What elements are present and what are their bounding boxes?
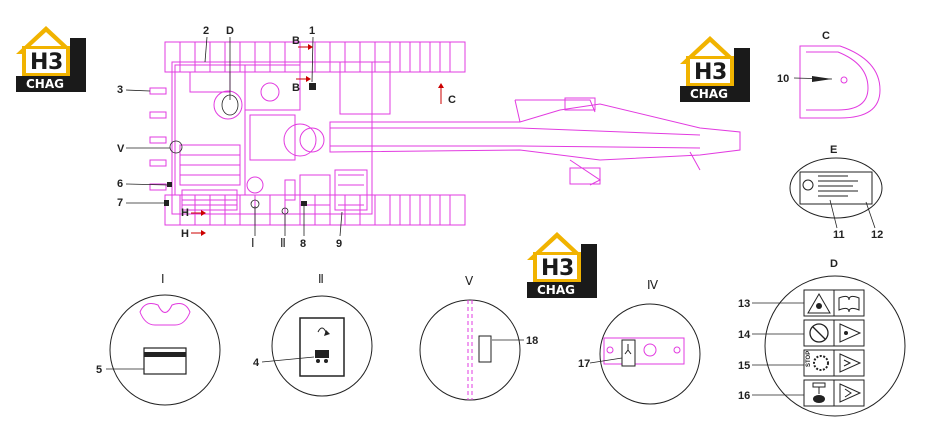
label-5: 5 — [96, 364, 102, 376]
svg-text:C: C — [822, 30, 830, 42]
label-13: 13 — [738, 298, 750, 310]
label-15: 15 — [738, 360, 750, 372]
label-17: 17 — [578, 358, 590, 370]
view-d-warning-decals: D 13 14 STOP 15 16 — [738, 258, 906, 417]
label-18: 18 — [526, 335, 538, 347]
label-4: 4 — [253, 357, 260, 369]
label-10: 10 — [777, 73, 789, 85]
detail-i: Ⅰ 5 — [96, 272, 221, 406]
svg-text:3: 3 — [48, 50, 63, 75]
svg-text:D: D — [830, 258, 838, 270]
brand-logo-top-left: H 3 CHAG — [16, 26, 86, 92]
svg-text:Ⅱ: Ⅱ — [318, 272, 324, 286]
label-6: 6 — [117, 178, 123, 190]
label-h-bottom: H — [181, 228, 189, 240]
label-14: 14 — [738, 329, 751, 341]
svg-text:H: H — [541, 256, 559, 281]
label-9: 9 — [336, 238, 342, 250]
upper-track — [164, 41, 466, 73]
label-8: 8 — [300, 238, 306, 250]
upper-structure — [171, 61, 373, 215]
svg-text:H: H — [694, 60, 712, 85]
label-2: 2 — [203, 25, 209, 37]
brand-logo-middle: H 3 CHAG — [527, 232, 597, 298]
svg-text:CHAG: CHAG — [26, 77, 64, 91]
boom-and-arm — [329, 97, 741, 186]
label-3: 3 — [117, 84, 123, 96]
detail-ii: Ⅱ 4 — [253, 272, 373, 397]
detail-v: Ⅴ 18 — [419, 274, 538, 401]
label-h-top: H — [181, 207, 189, 219]
svg-text:H: H — [30, 50, 48, 75]
cab — [339, 61, 391, 115]
label-roman-2: Ⅱ — [280, 236, 286, 250]
label-16: 16 — [738, 390, 750, 402]
svg-text:3: 3 — [712, 60, 727, 85]
svg-text:Ⅰ: Ⅰ — [161, 272, 165, 286]
svg-text:E: E — [830, 144, 837, 156]
label-v: V — [117, 143, 125, 155]
svg-text:CHAG: CHAG — [690, 87, 728, 101]
label-d: D — [226, 25, 234, 37]
machine-callouts: 2 D 1 B B C 3 V 6 7 H H Ⅰ Ⅱ — [117, 25, 456, 250]
svg-text:CHAG: CHAG — [537, 283, 575, 297]
label-b-mid: B — [292, 82, 300, 94]
label-b-top: B — [292, 35, 300, 47]
svg-text:Ⅴ: Ⅴ — [465, 274, 474, 288]
label-7: 7 — [117, 197, 123, 209]
label-12: 12 — [871, 229, 883, 241]
brand-logo-top-right: H 3 CHAG — [680, 36, 750, 102]
label-11: 11 — [833, 229, 845, 241]
label-c: C — [448, 94, 456, 106]
view-e-nameplate: E 11 12 — [789, 144, 883, 241]
detail-iv: Ⅳ 17 — [578, 278, 701, 405]
svg-text:3: 3 — [559, 256, 574, 281]
label-roman-1: Ⅰ — [251, 236, 255, 250]
excavator-top-view — [149, 41, 741, 226]
svg-text:Ⅳ: Ⅳ — [647, 278, 658, 292]
stop-text: STOP — [806, 351, 812, 367]
view-c: C 10 — [777, 30, 881, 119]
label-1: 1 — [309, 25, 315, 37]
